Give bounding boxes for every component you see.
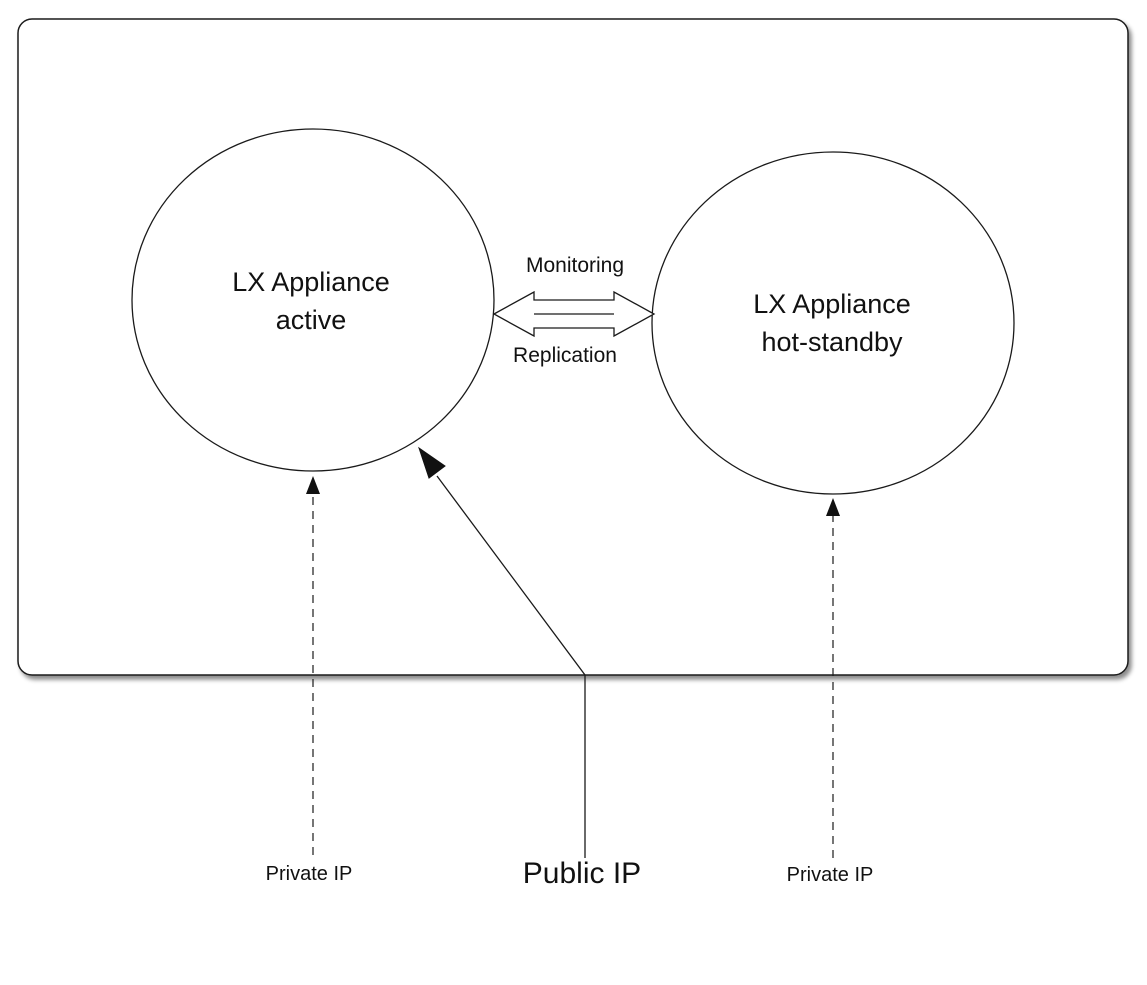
node-standby: LX Appliance hot-standby <box>651 151 1015 495</box>
private-ip-left-link <box>306 476 320 855</box>
monitoring-label: Monitoring <box>526 254 624 277</box>
node-active-title: LX Appliance <box>232 267 390 297</box>
private-ip-right-arrowhead-icon <box>826 498 840 516</box>
node-active: LX Appliance active <box>131 128 495 472</box>
public-ip-link <box>418 446 586 858</box>
node-active-state: active <box>276 305 347 335</box>
public-ip-label: Public IP <box>523 857 641 890</box>
node-standby-circle <box>651 151 1015 495</box>
private-ip-right-link <box>826 498 840 858</box>
node-active-circle <box>131 128 495 472</box>
node-standby-state: hot-standby <box>761 327 903 357</box>
private-ip-right-label: Private IP <box>787 864 874 886</box>
node-standby-title: LX Appliance <box>753 289 911 319</box>
private-ip-left-label: Private IP <box>266 863 353 885</box>
public-ip-arrowhead-icon <box>418 446 446 479</box>
replication-label: Replication <box>513 344 617 367</box>
monitoring-link: Monitoring Replication <box>492 254 656 367</box>
public-ip-connector <box>436 475 586 858</box>
private-ip-left-arrowhead-icon <box>306 476 320 494</box>
